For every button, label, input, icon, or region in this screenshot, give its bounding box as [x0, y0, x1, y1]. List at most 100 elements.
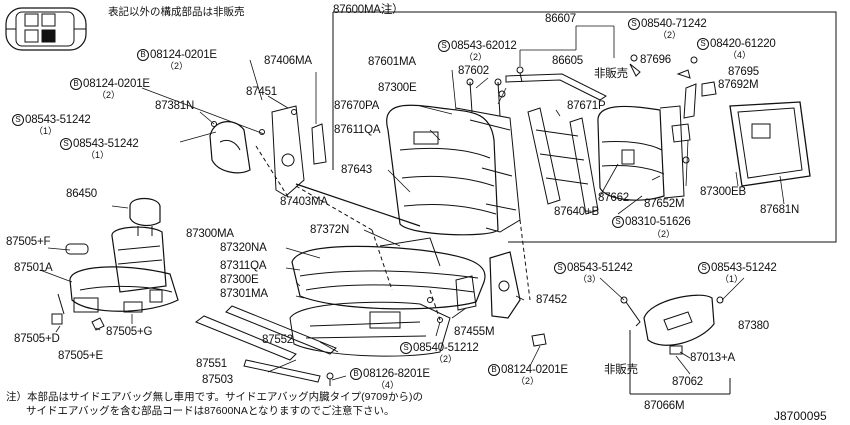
label-87013A: 87013+A [690, 352, 735, 364]
label-87380: 87380 [738, 320, 769, 332]
label-86605: 86605 [552, 55, 583, 67]
label-87662: 87662 [598, 192, 629, 204]
label-87455M: 87455M [454, 326, 495, 338]
seatback-cushion [386, 104, 499, 236]
seatback-rear-panel [597, 105, 685, 201]
label-87403MA: 87403MA [280, 196, 328, 208]
side-cover [620, 294, 731, 395]
label-87320NA: 87320NA [220, 242, 267, 254]
label-87452: 87452 [536, 294, 567, 306]
dashed-leaders [255, 145, 531, 321]
label-87652M: 87652M [644, 198, 685, 210]
qty-08543-51242-a: （1） [34, 126, 58, 136]
label-87505E: 87505+E [58, 350, 103, 362]
qty-08124-0201E-c: （2） [516, 376, 540, 386]
qty-08543-51242-c: （3） [578, 274, 602, 284]
car-locator-icon [5, 7, 87, 51]
label-87696: 87696 [640, 54, 671, 66]
label-87643: 87643 [341, 164, 372, 176]
bolt-symbol: B [70, 78, 82, 90]
bolt-symbol: B [137, 49, 149, 61]
screw-symbol: S [697, 38, 709, 50]
label-87381N: 87381N [155, 100, 195, 112]
screw-symbol: S [60, 138, 72, 150]
label-87505D: 87505+D [14, 333, 60, 345]
screw-symbol: S [438, 40, 450, 52]
label-87062: 87062 [672, 376, 703, 388]
label-87066M: 87066M [644, 400, 685, 412]
label-87406MA: 87406MA [264, 55, 312, 67]
screw-symbol: S [698, 262, 710, 274]
label-87451: 87451 [246, 86, 277, 98]
label-87671P: 87671P [567, 100, 606, 112]
qty-08124-0201E-a: （2） [165, 61, 189, 71]
qty-08124-0201E-b: （2） [97, 90, 121, 100]
qty-08543-51242-b: （1） [86, 150, 110, 160]
label-86450: 86450 [66, 188, 97, 200]
label-87501A: 87501A [14, 262, 53, 274]
qty-08543-62012: （2） [464, 52, 488, 62]
headrest-guides [466, 78, 506, 117]
label-87505G: 87505+G [106, 326, 153, 338]
seatback-rod [295, 183, 421, 227]
seat-rails [194, 305, 337, 386]
label-87372N: 87372N [310, 224, 350, 236]
label-87600MA: 87600MA注） [333, 4, 404, 16]
seatback-group-box [333, 11, 837, 243]
seatback-frame [455, 107, 521, 233]
label-87602: 87602 [458, 65, 489, 77]
label-87300MA: 87300MA [186, 228, 234, 240]
headrest [129, 197, 161, 236]
label-hihanbai-1: 非販売 [594, 68, 628, 80]
screw-symbol: S [400, 342, 412, 354]
qty-08543-51242-d: （1） [720, 274, 744, 284]
backboard [729, 101, 811, 187]
complete-seat-thumbnail [51, 226, 179, 331]
screw-symbol: S [628, 18, 640, 30]
screw-symbol: S [612, 216, 624, 228]
screw-symbol: S [12, 114, 24, 126]
label-86607: 86607 [545, 13, 576, 25]
footnote-line-1: 注）本部品はサイドエアバッグ無し車用です。サイドエアバッグ内臓タイプ(9709か… [6, 391, 423, 403]
label-87692M: 87692M [718, 79, 759, 91]
label-87300EB: 87300EB [700, 186, 746, 198]
qty-08310-51626: （2） [652, 229, 676, 239]
right-hardware [629, 54, 717, 164]
label-hihanbai-2: 非販売 [604, 364, 638, 376]
left-recliner [209, 105, 327, 197]
label-87601MA: 87601MA [368, 56, 416, 68]
qty-08126-8201E: （4） [376, 380, 400, 390]
ladder-frame [527, 107, 599, 215]
label-87681N: 87681N [760, 204, 800, 216]
label-87300E-mid: 87300E [220, 274, 259, 286]
part-86605-bar [505, 66, 607, 101]
leader-lines [39, 25, 785, 381]
label-87503: 87503 [202, 374, 233, 386]
label-87301MA: 87301MA [220, 288, 268, 300]
label-87551: 87551 [196, 358, 227, 370]
label-87552: 87552 [262, 334, 293, 346]
bolt-symbol: B [350, 368, 362, 380]
label-87695: 87695 [728, 66, 759, 78]
label-87505F: 87505+F [6, 236, 51, 248]
label-87670PA: 87670PA [334, 100, 380, 112]
label-87311QA: 87311QA [220, 260, 267, 272]
label-87611QA: 87611QA [334, 124, 381, 136]
label-87300E-top: 87300E [378, 82, 417, 94]
label-87640B: 87640+B [554, 206, 599, 218]
qty-08420-61220: （4） [728, 50, 752, 60]
